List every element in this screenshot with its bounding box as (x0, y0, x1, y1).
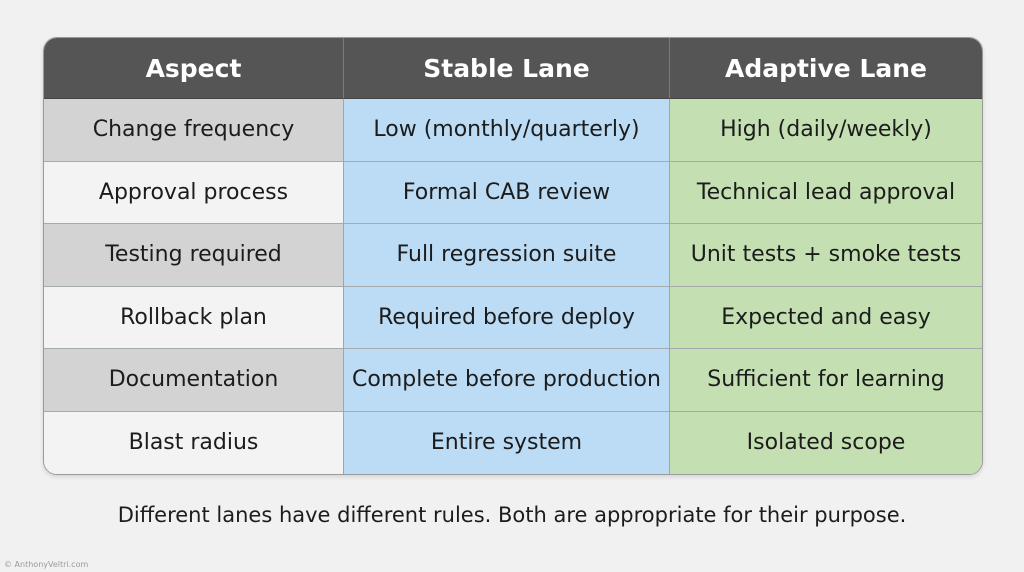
stable-cell: Entire system (344, 411, 670, 474)
adaptive-cell: Technical lead approval (670, 161, 982, 224)
adaptive-cell: Unit tests + smoke tests (670, 224, 982, 287)
aspect-cell: Rollback plan (44, 286, 344, 349)
adaptive-cell: High (daily/weekly) (670, 99, 982, 162)
watermark: © AnthonyVeltri.com (4, 560, 89, 569)
aspect-cell: Testing required (44, 224, 344, 287)
comparison-grid: Aspect Stable Lane Adaptive Lane Change … (44, 38, 982, 474)
aspect-cell: Blast radius (44, 411, 344, 474)
stable-cell: Full regression suite (344, 224, 670, 287)
header-adaptive-lane: Adaptive Lane (670, 38, 982, 99)
caption-text: Different lanes have different rules. Bo… (117, 503, 907, 527)
aspect-cell: Change frequency (44, 99, 344, 162)
aspect-cell: Documentation (44, 349, 344, 412)
adaptive-cell: Sufficient for learning (670, 349, 982, 412)
stable-cell: Required before deploy (344, 286, 670, 349)
adaptive-cell: Isolated scope (670, 411, 982, 474)
comparison-table: Aspect Stable Lane Adaptive Lane Change … (43, 37, 983, 475)
adaptive-cell: Expected and easy (670, 286, 982, 349)
stable-cell: Low (monthly/quarterly) (344, 99, 670, 162)
stable-cell: Formal CAB review (344, 161, 670, 224)
header-aspect: Aspect (44, 38, 344, 99)
aspect-cell: Approval process (44, 161, 344, 224)
stable-cell: Complete before production (344, 349, 670, 412)
header-stable-lane: Stable Lane (344, 38, 670, 99)
